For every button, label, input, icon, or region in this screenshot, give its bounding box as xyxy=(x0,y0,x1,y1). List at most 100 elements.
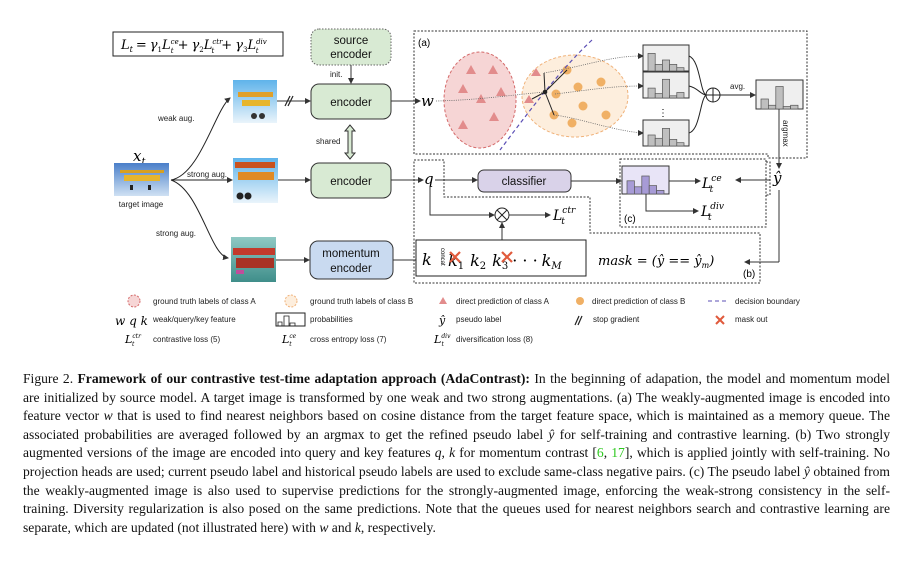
class-b-prediction-marker xyxy=(567,118,577,128)
weak-aug-image xyxy=(233,80,277,123)
caption-text: ], which is applied jointly with self-tr… xyxy=(23,445,890,479)
svg-text:probabilities: probabilities xyxy=(310,315,353,324)
figure-caption: Figure 2. Framework of our contrastive t… xyxy=(23,370,890,537)
caption-text: and xyxy=(328,519,355,535)
svg-text:ground truth labels of class B: ground truth labels of class B xyxy=(310,297,413,306)
class-a-prediction-marker xyxy=(496,87,506,96)
histogram-bar xyxy=(669,64,678,72)
citation-link[interactable]: 17 xyxy=(611,445,625,461)
neighbor-probability-histogram xyxy=(642,119,690,147)
q-feature: q xyxy=(424,170,434,188)
class-a-prediction-marker xyxy=(458,84,468,93)
svg-text:shared: shared xyxy=(316,137,340,146)
w-feature: w xyxy=(421,92,434,110)
histogram-bar xyxy=(768,104,777,110)
class-a-prediction-marker xyxy=(489,112,499,121)
histogram-bar xyxy=(676,67,685,72)
classifier-probability-histogram xyxy=(621,165,670,195)
svg-text:encoder: encoder xyxy=(330,176,372,188)
caption-text: , respectively. xyxy=(360,519,436,535)
svg-text:ground truth labels of class A: ground truth labels of class A xyxy=(153,297,256,306)
panel-a: (a) xyxy=(413,30,808,159)
strong-aug-image-1 xyxy=(233,158,278,203)
caption-text: , xyxy=(603,445,612,461)
svg-text:(c): (c) xyxy=(624,214,636,225)
svg-text:encoder: encoder xyxy=(330,49,372,61)
histogram-bar xyxy=(775,86,784,110)
svg-text:(b): (b) xyxy=(743,269,755,280)
caption-title: Framework of our contrastive test-time a… xyxy=(77,371,530,386)
histogram-icon xyxy=(275,312,306,327)
panel-c: (c) xyxy=(619,158,771,228)
histogram-bar xyxy=(641,175,650,195)
legend: ground truth labels of class A ground tr… xyxy=(115,294,800,348)
decision-boundary xyxy=(499,39,593,151)
svg-text:ŷ: ŷ xyxy=(438,314,446,327)
pseudo-label-yhat: ŷ xyxy=(772,169,782,187)
svg-text:concat: concat xyxy=(439,248,445,266)
math-yhat: ŷ xyxy=(548,426,555,442)
caption-text: obtained from the weakly-augmented image… xyxy=(23,463,890,535)
histogram-bar xyxy=(647,134,656,147)
svg-text:target image: target image xyxy=(119,200,164,209)
circle-icon xyxy=(576,297,584,305)
histogram-bar xyxy=(647,53,656,72)
svg-text:contrastive loss (5): contrastive loss (5) xyxy=(153,335,220,344)
svg-text:cross entropy loss (7): cross entropy loss (7) xyxy=(310,335,387,344)
encoder-strong-box: encoder xyxy=(310,162,392,199)
svg-text:init.: init. xyxy=(330,70,342,79)
math-k: k xyxy=(354,519,361,535)
citation-link[interactable]: 6 xyxy=(596,445,604,461)
neighbor-probability-histogram xyxy=(642,71,690,99)
stop-gradient-legend-icon xyxy=(574,315,583,326)
momentum-encoder-box: momentum encoder xyxy=(309,240,394,280)
svg-text:k1k2k3· · ·kM: k1k2k3· · ·kM xyxy=(448,251,562,272)
caption-text: for self-training and contrastive learni… xyxy=(23,426,891,461)
svg-text:pseudo label: pseudo label xyxy=(456,315,502,324)
svg-text:source: source xyxy=(334,35,369,47)
product-operator xyxy=(494,207,510,223)
svg-text:encoder: encoder xyxy=(330,263,372,275)
caption-text: , xyxy=(441,445,450,461)
histogram-bar xyxy=(676,92,685,99)
svg-text:stop gradient: stop gradient xyxy=(593,315,640,324)
stop-gradient-icon xyxy=(284,95,294,107)
svg-text:(a): (a) xyxy=(418,38,430,49)
key-queue: k concat k1k2k3· · ·kM xyxy=(415,239,587,277)
svg-text:weak aug.: weak aug. xyxy=(157,114,194,123)
class-a-prediction-marker xyxy=(488,65,498,74)
svg-text:strong aug.: strong aug. xyxy=(187,170,227,179)
histogram-bar xyxy=(654,93,663,99)
class-a-region xyxy=(443,51,517,149)
histogram-bar xyxy=(782,106,791,110)
nearest-neighbor-links xyxy=(531,69,568,116)
svg-text:encoder: encoder xyxy=(330,97,372,109)
caption-prefix: Figure 2. xyxy=(23,371,78,386)
caption-text: that is used to find nearest neighbors b… xyxy=(23,408,890,442)
math-k: k xyxy=(449,445,456,461)
class-a-prediction-marker xyxy=(458,120,468,129)
averaged-probability-histogram xyxy=(755,79,804,110)
mask-formula: mask = (ŷ == ŷm) xyxy=(598,254,714,270)
histogram-bar xyxy=(626,180,635,195)
class-b-prediction-marker xyxy=(601,110,611,120)
histogram-bar xyxy=(790,104,799,110)
svg-text:mask out: mask out xyxy=(735,315,768,324)
encoder-weak-box: encoder xyxy=(310,83,392,120)
histogram-bar xyxy=(669,95,678,99)
svg-text:strong aug.: strong aug. xyxy=(156,229,196,238)
histogram-bar xyxy=(662,78,670,99)
histogram-bar xyxy=(662,59,670,72)
neighbor-probability-histogram xyxy=(642,44,690,72)
svg-text:momentum: momentum xyxy=(322,248,380,260)
mask-out-icon xyxy=(501,251,513,263)
caption-text: In the beginning of adapation, the model… xyxy=(23,371,890,424)
svg-text:xt: xt xyxy=(133,147,146,168)
svg-text:direct prediction of class B: direct prediction of class B xyxy=(592,297,685,306)
